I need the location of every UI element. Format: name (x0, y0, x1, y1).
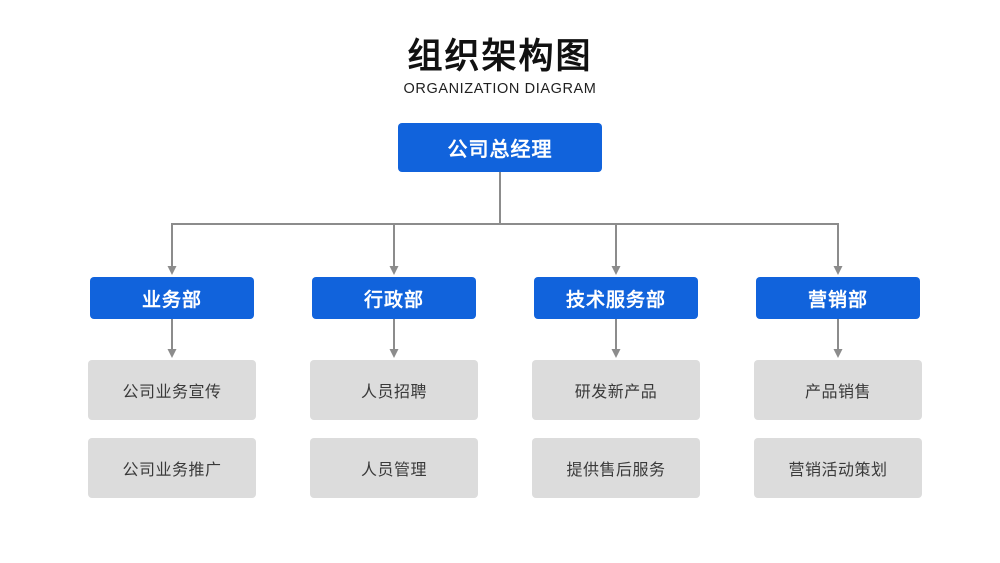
page-title: 组织架构图 (407, 37, 593, 76)
org-node-item: 人员招聘 (310, 360, 478, 420)
org-node-item: 公司业务推广 (88, 438, 256, 498)
page-subtitle: ORGANIZATION DIAGRAM (403, 81, 597, 97)
title-block: 组织架构图 ORGANIZATION DIAGRAM (0, 37, 1000, 98)
org-node-dept-tech-service: 技术服务部 (534, 277, 698, 319)
org-node-item: 提供售后服务 (532, 438, 700, 498)
org-node-item: 营销活动策划 (754, 438, 922, 498)
org-node-item: 人员管理 (310, 438, 478, 498)
org-node-item: 研发新产品 (532, 360, 700, 420)
org-node-dept-administration: 行政部 (312, 277, 476, 319)
org-node-root: 公司总经理 (398, 123, 602, 172)
org-node-item: 产品销售 (754, 360, 922, 420)
org-node-dept-marketing: 营销部 (756, 277, 920, 319)
org-node-dept-business: 业务部 (90, 277, 254, 319)
org-node-item: 公司业务宣传 (88, 360, 256, 420)
